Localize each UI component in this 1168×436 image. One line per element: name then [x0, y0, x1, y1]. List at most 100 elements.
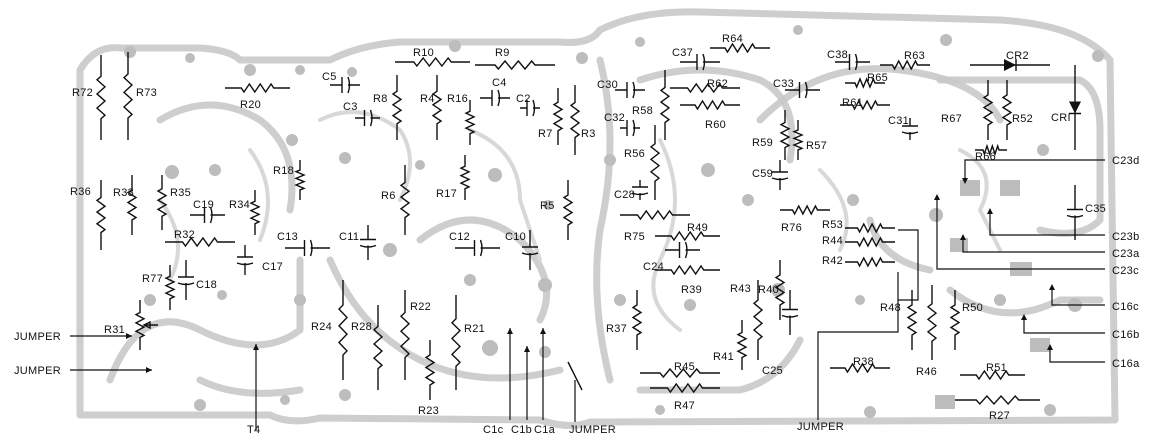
r56-label: R56 — [624, 148, 645, 160]
c1c-label: C1c — [483, 424, 504, 436]
diode-cr1: CRI — [1051, 65, 1081, 150]
r32-label: R32 — [174, 229, 195, 241]
r22-label: R22 — [410, 301, 431, 313]
resistor-symbol — [562, 180, 574, 240]
r67-label: R67 — [941, 113, 962, 125]
c16c-callout: C16c — [1049, 284, 1139, 313]
r61-label: R61 — [842, 97, 863, 109]
resistor-r59: R59 — [752, 110, 791, 160]
capacitor-symbol — [285, 239, 330, 257]
r6-label: R6 — [381, 190, 396, 202]
resistor-r6: R6 — [381, 165, 411, 235]
capacitor-symbol — [781, 290, 799, 335]
resistor-r39: R39 — [655, 264, 720, 296]
resistor-symbol — [552, 88, 564, 145]
resistor-r65: R65 — [845, 72, 888, 89]
resistor-r46: R46 — [916, 285, 938, 378]
r9-label: R9 — [495, 47, 510, 59]
r37-label: R37 — [606, 323, 627, 335]
resistor-symbol — [649, 125, 661, 200]
c17-label: C17 — [262, 261, 283, 273]
resistor-symbol — [640, 367, 720, 379]
c16b-label: C16b — [1112, 329, 1140, 341]
resistor-symbol — [752, 280, 764, 360]
r58-label: R58 — [632, 105, 653, 117]
resistor-symbol — [338, 280, 348, 380]
c38-label: C38 — [827, 49, 848, 61]
resistor-symbol — [620, 209, 690, 221]
resistor-r41: R41 — [713, 320, 748, 370]
resistor-symbol — [655, 264, 720, 276]
resistor-r23: R23 — [418, 340, 439, 417]
capacitor-c4: C4 — [480, 77, 510, 107]
jumper-bottom-right-label: JUMPER — [797, 421, 844, 433]
resistor-r64: R64 — [710, 33, 770, 54]
capacitor-c2: C2 — [516, 93, 540, 117]
resistor-r37: R37 — [606, 290, 643, 350]
capacitor-symbol — [520, 99, 540, 117]
c23a-label: C23a — [1112, 248, 1140, 260]
r63-label: R63 — [904, 50, 925, 62]
resistor-r17: R17 — [436, 155, 471, 200]
resistor-symbol — [459, 155, 471, 200]
c19-label: C19 — [193, 199, 214, 211]
resistor-symbol — [122, 52, 134, 140]
resistor-symbol — [95, 180, 107, 250]
jumper-bottom-mid-callout: JUMPER — [567, 361, 616, 436]
r36-label: R36 — [70, 186, 91, 198]
resistor-r27: R27 — [955, 394, 1040, 422]
c35-label: C35 — [1085, 203, 1106, 215]
resistor-symbol — [670, 82, 740, 94]
jumper-left-upper-label: JUMPER — [14, 331, 61, 343]
resistor-r60: R60 — [680, 99, 740, 131]
c1b-label: C1b — [511, 424, 532, 436]
capacitor-c3: C3 — [343, 101, 380, 127]
cr1-label: CRI — [1051, 112, 1071, 124]
resistor-r18: R18 — [273, 160, 306, 200]
capacitor-symbol — [615, 81, 645, 99]
capacitor-c11: C11 — [339, 225, 377, 260]
resistor-symbol — [779, 110, 791, 160]
resistor-r3: R3 — [569, 85, 595, 155]
r42-label: R42 — [822, 255, 843, 267]
board-traces — [76, 8, 1119, 429]
resistor-r20: R20 — [225, 82, 290, 111]
resistor-r22: R22 — [399, 290, 431, 380]
resistor-symbol — [165, 236, 235, 248]
r48-label: R48 — [880, 302, 901, 314]
c16c-label: C16c — [1112, 301, 1139, 313]
c16a-label: C16a — [1112, 358, 1140, 370]
t4-callout: T4 — [247, 344, 260, 436]
r41-label: R41 — [713, 351, 734, 363]
r17-label: R17 — [436, 188, 457, 200]
c12-label: C12 — [449, 231, 470, 243]
resistor-r36: R36 — [70, 180, 107, 250]
potentiometer-symbol — [134, 300, 146, 350]
r77-label: R77 — [142, 273, 163, 285]
resistor-r75: R75 — [620, 209, 690, 243]
t4-label: T4 — [247, 424, 260, 436]
resistor-r21: R21 — [451, 295, 485, 390]
resistor-r49: R49 — [655, 222, 720, 242]
resistor-symbol — [710, 42, 770, 54]
c1-callouts: C1c C1b C1a — [483, 328, 555, 436]
r51-label: R51 — [986, 362, 1007, 374]
resistor-r76: R76 — [780, 204, 830, 234]
resistor-r58: R58 — [632, 70, 671, 140]
callouts-layer: JUMPER JUMPER T4 C1c C1b C1a JUMPER — [14, 155, 1140, 436]
r53-label: R53 — [822, 219, 843, 231]
capacitor-c32: C32 — [604, 112, 640, 137]
capacitor-c19: C19 — [190, 199, 225, 224]
resistor-r57: R57 — [792, 120, 827, 160]
resistor-symbol — [906, 290, 918, 350]
r21-label: R21 — [464, 323, 485, 335]
resistor-r63: R63 — [880, 50, 930, 71]
resistor-symbol — [982, 80, 994, 140]
resistor-r44: R44 — [822, 235, 895, 248]
resistor-r67: R67 — [941, 80, 994, 140]
c11-label: C11 — [339, 231, 359, 243]
r27-label: R27 — [989, 410, 1010, 422]
r39-label: R39 — [681, 284, 702, 296]
capacitor-symbol — [631, 180, 649, 200]
c4-label: C4 — [492, 77, 507, 89]
